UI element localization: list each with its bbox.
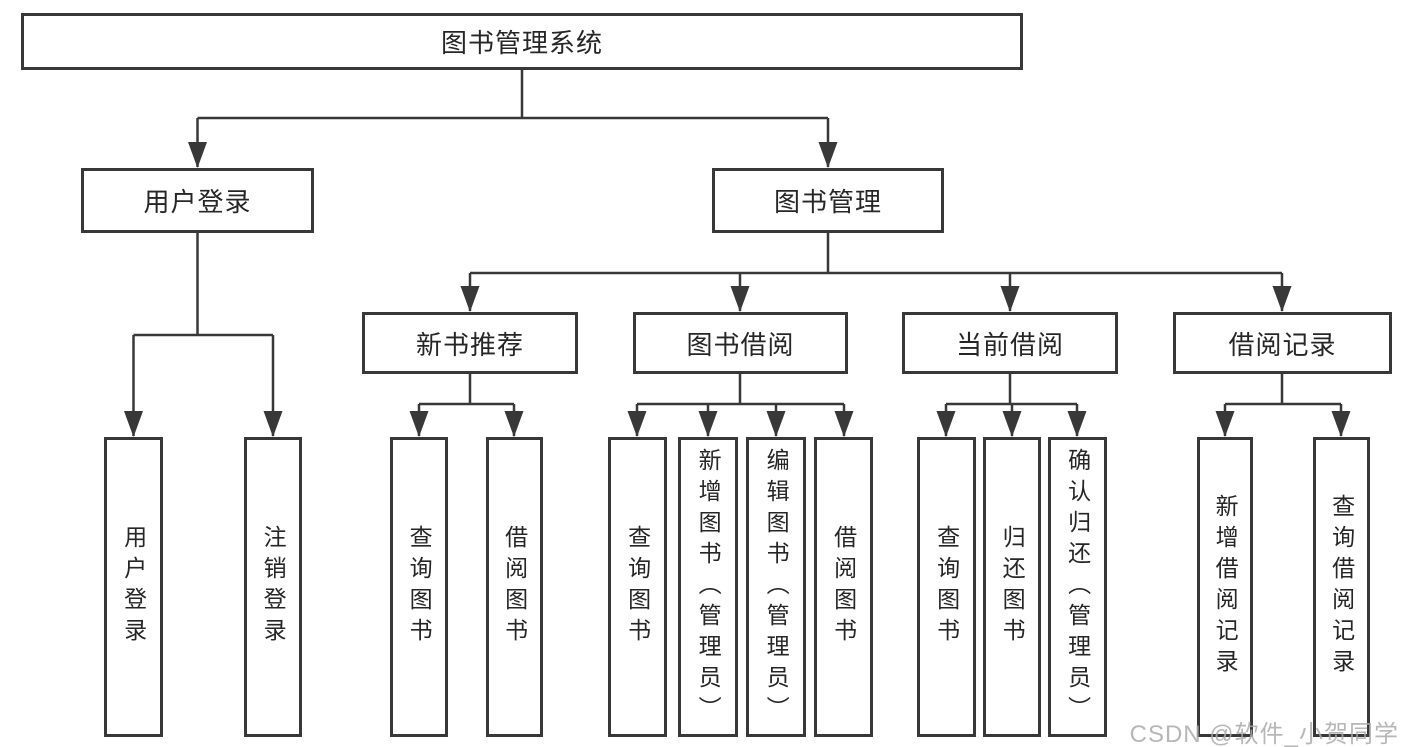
leaf-query-books-borrow: 查询图书 xyxy=(608,437,667,737)
leaf-edit-book-admin: 编辑图书（管理员） xyxy=(746,437,806,737)
leaf-label: 查询借阅记录 xyxy=(1328,494,1355,680)
leaf-label: 查询图书 xyxy=(933,525,960,649)
leaf-label: 确认归还（管理员） xyxy=(1064,447,1091,727)
leaf-logout: 注销登录 xyxy=(244,437,302,737)
csdn-watermark: CSDN @软件_小贺同学 xyxy=(1129,721,1399,747)
node-book-management: 图书管理 xyxy=(712,168,944,233)
leaf-return-book: 归还图书 xyxy=(983,437,1041,737)
leaf-label: 借阅图书 xyxy=(830,525,857,649)
leaf-label: 新增图书（管理员） xyxy=(695,447,722,727)
node-new-book-recommend: 新书推荐 xyxy=(362,312,578,374)
leaf-user-login: 用户登录 xyxy=(104,437,163,737)
node-user-login-group: 用户登录 xyxy=(81,168,314,233)
leaf-borrow-books-recommend: 借阅图书 xyxy=(486,437,543,737)
node-current-borrow: 当前借阅 xyxy=(902,312,1118,374)
leaf-confirm-return-admin: 确认归还（管理员） xyxy=(1048,437,1107,737)
leaf-label: 新增借阅记录 xyxy=(1212,494,1239,680)
leaf-label: 用户登录 xyxy=(120,525,147,649)
leaf-query-books-current: 查询图书 xyxy=(917,437,976,737)
leaf-label: 查询图书 xyxy=(406,525,433,649)
leaf-label: 查询图书 xyxy=(624,525,651,649)
leaf-query-books-recommend: 查询图书 xyxy=(390,437,448,737)
leaf-query-borrow-record: 查询借阅记录 xyxy=(1313,437,1370,737)
node-borrow-records: 借阅记录 xyxy=(1173,312,1392,374)
leaf-label: 归还图书 xyxy=(999,525,1026,649)
leaf-label: 编辑图书（管理员） xyxy=(763,447,790,727)
leaf-add-book-admin: 新增图书（管理员） xyxy=(678,437,738,737)
node-book-borrow: 图书借阅 xyxy=(633,312,848,374)
leaf-label: 借阅图书 xyxy=(501,525,528,649)
leaf-label: 注销登录 xyxy=(260,525,287,649)
connector-lines xyxy=(132,70,1343,436)
node-root: 图书管理系统 xyxy=(21,13,1023,70)
leaf-borrow-books: 借阅图书 xyxy=(814,437,873,737)
leaf-add-borrow-record: 新增借阅记录 xyxy=(1197,437,1253,737)
